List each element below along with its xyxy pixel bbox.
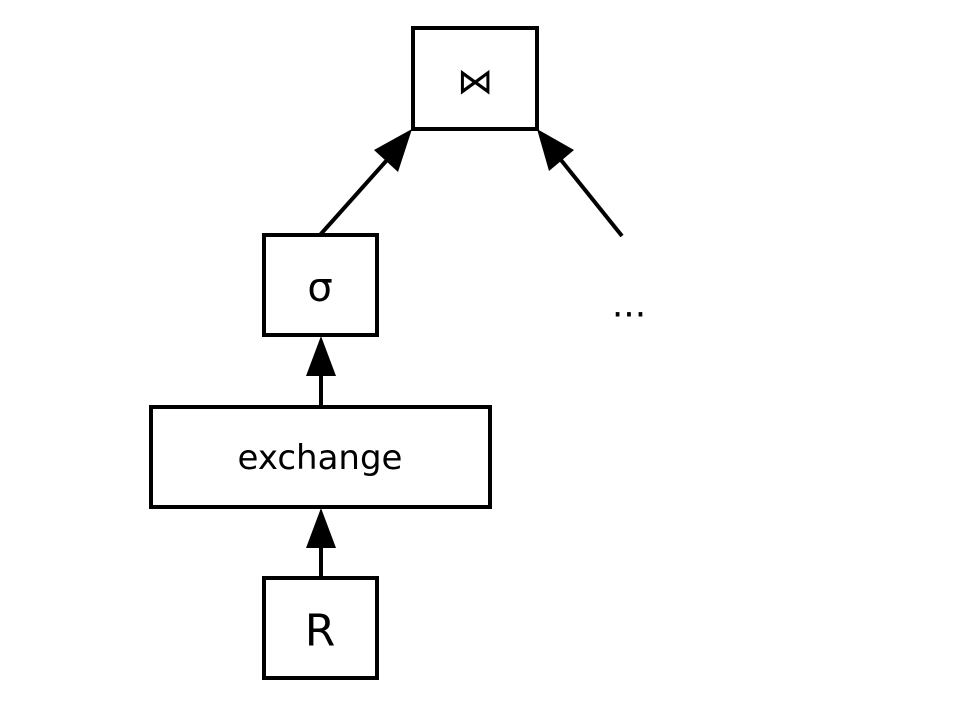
- relation-node-label: R: [305, 606, 336, 657]
- join-node: ⋈: [411, 26, 539, 131]
- arrow-head-icon: [537, 129, 574, 171]
- arrow-head-icon: [306, 336, 336, 376]
- arrow-head-icon: [306, 508, 336, 548]
- join-node-label: ⋈: [457, 62, 493, 103]
- edge-continuation-to-join: [537, 129, 624, 238]
- edge-relation-to-exchange: [306, 508, 336, 578]
- continuation-ellipsis: ...: [612, 285, 646, 326]
- selection-node: σ: [262, 233, 379, 337]
- edge-exchange-to-selection: [306, 336, 336, 407]
- exchange-node-label: exchange: [238, 438, 403, 478]
- exchange-node: exchange: [149, 405, 492, 509]
- relation-node: R: [262, 576, 379, 680]
- selection-node-label: σ: [307, 265, 332, 311]
- arrow-head-icon: [374, 129, 412, 172]
- edge-selection-to-join: [318, 129, 412, 237]
